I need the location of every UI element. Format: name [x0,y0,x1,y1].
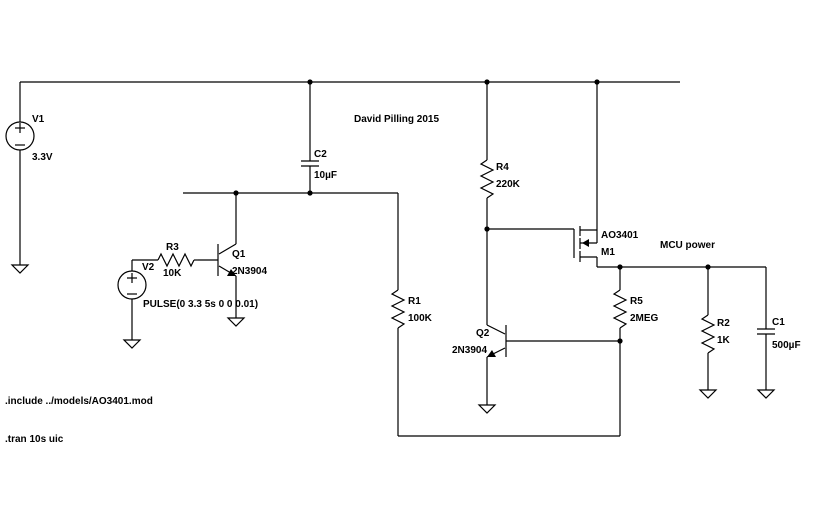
m1-value: AO3401 [601,230,639,241]
v2-value: PULSE(0 3.3 5s 0 0 0.01) [143,299,258,310]
m1-name: M1 [601,247,615,258]
r5-resistor[interactable] [612,267,628,436]
r2-name: R2 [717,318,730,329]
v1-name: V1 [32,114,45,125]
r2-resistor[interactable] [698,267,718,399]
m1-mosfet[interactable] [487,82,766,270]
r5-name: R5 [630,296,643,307]
r2-value: 1K [717,335,731,346]
v1-value: 3.3V [32,152,53,163]
r3-resistor[interactable] [132,252,198,268]
c2-value: 10µF [314,170,337,181]
c1-name: C1 [772,317,785,328]
c1-capacitor[interactable] [756,267,776,399]
mcu-power-net-label: MCU power [660,240,715,251]
q2-value: 2N3904 [452,345,487,356]
r3-name: R3 [166,242,179,253]
r1-value: 100K [408,313,433,324]
v2-source[interactable] [117,260,147,349]
v1-source[interactable] [5,82,35,274]
r1-resistor[interactable] [390,289,620,437]
q2-transistor[interactable] [477,229,620,414]
q2-name: Q2 [476,328,490,339]
q1-name: Q1 [232,249,246,260]
directive-include: .include ../models/AO3401.mod [5,396,153,407]
r1-name: R1 [408,296,421,307]
directive-tran: .tran 10s uic [5,434,64,445]
q1-transistor[interactable] [198,193,246,327]
r4-name: R4 [496,162,509,173]
q1-collector-net [183,190,399,290]
q1-value: 2N3904 [232,266,267,277]
r5-value: 2MEG [630,313,659,324]
r4-resistor[interactable] [479,82,495,232]
c1-value: 500µF [772,340,801,351]
c2-capacitor[interactable] [301,82,319,193]
author-note: David Pilling 2015 [354,114,439,125]
r4-value: 220K [496,179,521,190]
supply-rail [20,79,680,85]
r3-value: 10K [163,268,182,279]
v2-name: V2 [142,262,155,273]
c2-name: C2 [314,149,327,160]
